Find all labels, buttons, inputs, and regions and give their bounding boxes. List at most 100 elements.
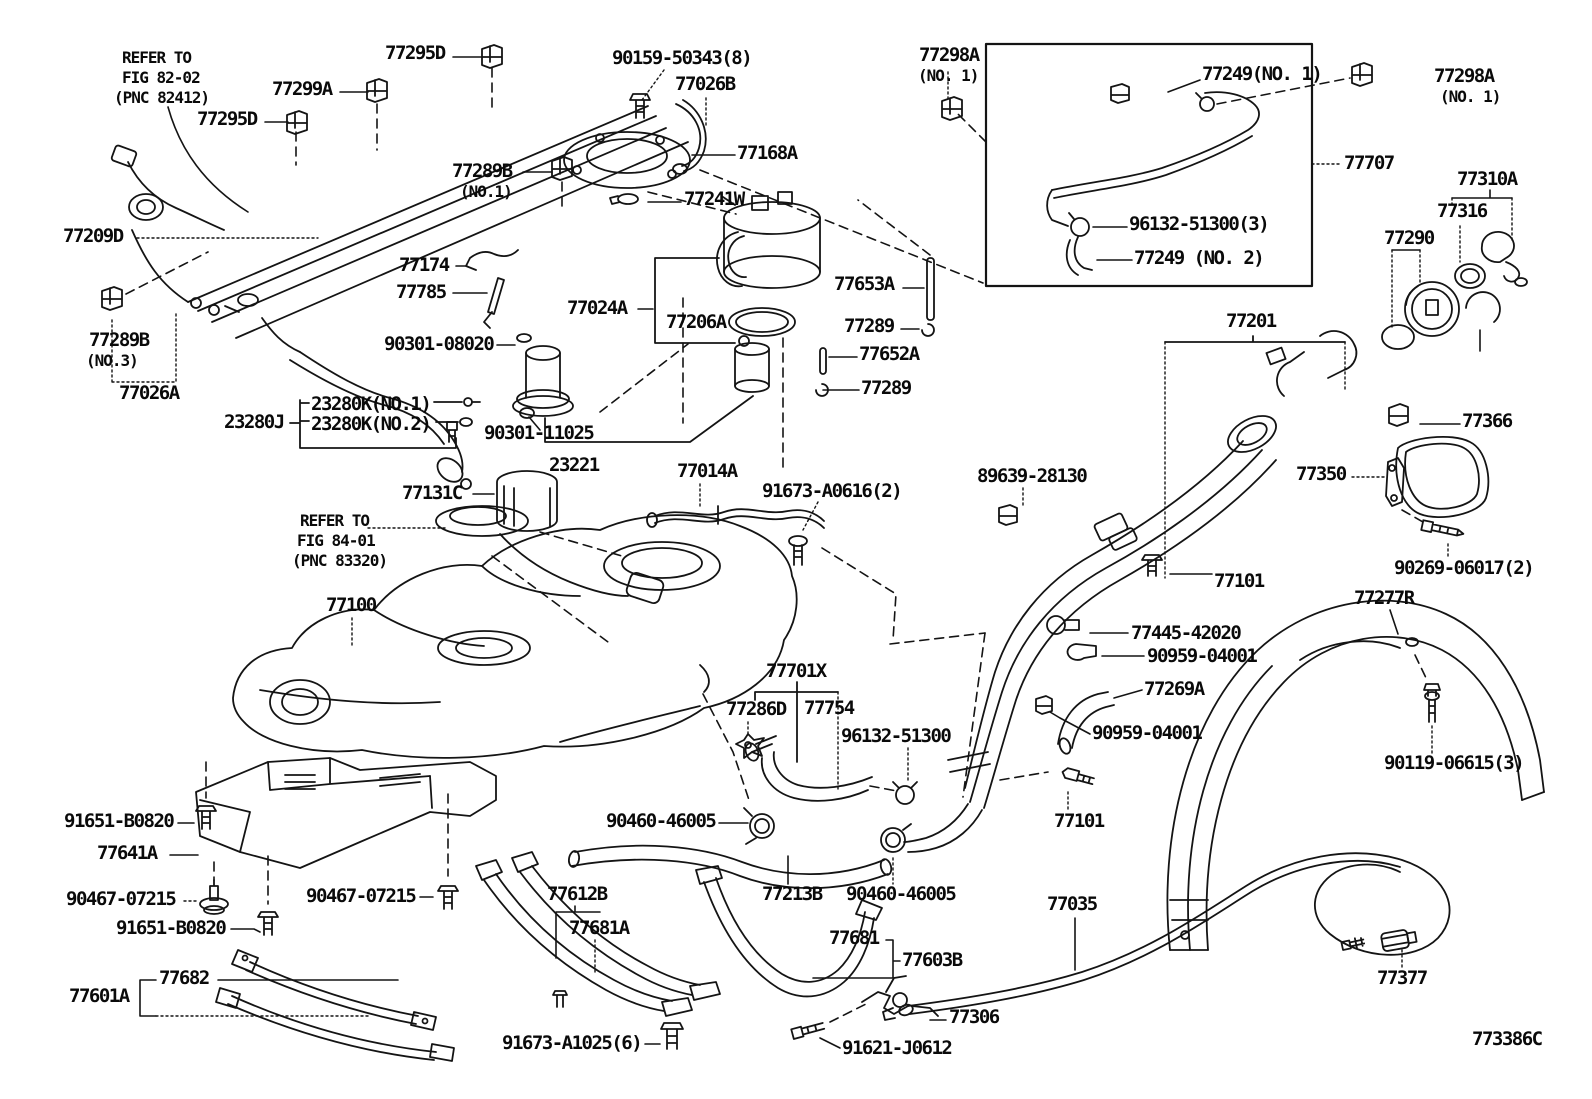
note-refer-fig84: REFER TO: [300, 511, 370, 530]
part-label: 77298A: [1434, 65, 1495, 87]
part-label: 77316: [1437, 200, 1488, 222]
part-label: 77295D: [197, 108, 258, 130]
part-label: 77350: [1296, 463, 1347, 485]
part-label: 77101: [1054, 810, 1105, 832]
part-label: 77209D: [63, 225, 124, 247]
part-label: 91651-B0820: [116, 917, 227, 939]
part-label: 77213B: [762, 883, 823, 905]
fuel-hose-group-drawing: [567, 681, 918, 889]
note-refer-fig82: FIG 82-02: [122, 68, 201, 87]
part-label: 77289B: [452, 160, 513, 182]
part-label: 96132-51300(3): [1129, 213, 1270, 235]
part-label: 77785: [396, 281, 447, 303]
part-label: 77024A: [567, 297, 628, 319]
tube-assembly-drawing: [1046, 83, 1260, 276]
part-label: 90159-50343(8): [612, 47, 753, 69]
part-label: 77289: [844, 315, 895, 337]
part-label: 77286D: [726, 698, 787, 720]
part-label: 77131C: [402, 482, 463, 504]
part-label: (NO.3): [86, 351, 139, 370]
part-label: 77612B: [547, 883, 608, 905]
part-label: 77289B: [89, 329, 150, 351]
note-refer-fig82: REFER TO: [122, 48, 192, 67]
fuel-tank-drawing: [232, 514, 798, 759]
tank-band-drawings: [215, 851, 883, 1062]
part-label: (NO. 1): [1440, 87, 1501, 106]
part-label: 77707: [1344, 152, 1395, 174]
part-label: 77754: [804, 697, 855, 719]
part-label: (NO.1): [460, 182, 513, 201]
part-label: 77014A: [677, 460, 738, 482]
note-refer-fig82: (PNC 82412): [114, 88, 210, 107]
fuel-filter-assembly-drawing: [654, 191, 935, 397]
part-label: 90119-06615(3): [1384, 752, 1525, 774]
part-label: 77298A: [919, 44, 980, 66]
part-label: 77641A: [97, 842, 158, 864]
part-label: 77653A: [834, 273, 895, 295]
part-label: 77026A: [119, 382, 180, 404]
note-refer-fig84: (PNC 83320): [292, 551, 388, 570]
part-label: 77681A: [569, 917, 630, 939]
part-label: 77249(NO. 1): [1202, 63, 1323, 85]
part-label: 90460-46005: [846, 883, 957, 905]
lid-lock-cable-drawing: [790, 852, 1451, 1040]
part-label: 89639-28130: [977, 465, 1088, 487]
fuel-sender-gauge-drawing: [435, 470, 665, 605]
part-label: 77026B: [675, 73, 736, 95]
part-label: 23280J: [224, 411, 285, 433]
part-label: 77299A: [272, 78, 333, 100]
part-label: 23221: [549, 454, 600, 476]
figure-code: 773386C: [1472, 1028, 1543, 1050]
part-label: 77201: [1226, 310, 1277, 332]
dotted-leader-lines: [111, 69, 1513, 1017]
part-label: 77206A: [666, 311, 727, 333]
part-label: 77174: [399, 254, 450, 276]
fender-liner-drawing: [1166, 599, 1545, 951]
part-label: 77100: [326, 594, 377, 616]
fuel-pump-drawing: [512, 333, 754, 443]
part-label: 23280K(NO.1): [311, 393, 432, 415]
part-label: 77701X: [766, 660, 827, 682]
part-label: 77306: [949, 1006, 1000, 1028]
part-label: 77652A: [859, 343, 920, 365]
part-label: 23280K(NO.2): [311, 413, 432, 435]
breather-tube-drawing: [646, 505, 825, 566]
part-label: 90301-11025: [484, 422, 595, 444]
part-label: 91651-B0820: [64, 810, 175, 832]
part-label: 90467-07215: [306, 885, 417, 907]
part-label: 77249 (NO. 2): [1134, 247, 1265, 269]
part-label: 77289: [861, 377, 912, 399]
part-label: 96132-51300: [841, 725, 952, 747]
part-label: (NO. 1): [918, 66, 979, 85]
leader-lines: [139, 56, 1513, 1049]
part-label: 77168A: [737, 142, 798, 164]
fuel-lid-drawing: [1385, 403, 1490, 537]
part-label: 90959-04001: [1147, 645, 1258, 667]
part-label: 77445-42020: [1131, 622, 1242, 644]
fuel-lines-drawing: [110, 105, 689, 490]
part-label: 90301-08020: [384, 333, 495, 355]
note-refer-fig84: FIG 84-01: [297, 531, 376, 550]
part-label: 91673-A1025(6): [502, 1032, 643, 1054]
part-label: 91673-A0616(2): [762, 480, 903, 502]
pump-clamp-group-drawing: [289, 397, 481, 449]
part-label: 77101: [1214, 570, 1265, 592]
part-label: 77277R: [1354, 587, 1415, 609]
filler-pipe-drawing: [903, 330, 1358, 853]
part-label: 77290: [1384, 227, 1435, 249]
part-label: 77295D: [385, 42, 446, 64]
part-label: 77269A: [1144, 678, 1205, 700]
dashed-relation-lines: [125, 67, 1428, 1023]
fuel-suction-plate-drawing: [563, 93, 707, 205]
part-label: 77366: [1462, 410, 1513, 432]
part-label: 90460-46005: [606, 810, 717, 832]
tube-assembly-box: [984, 42, 1314, 288]
fuel-cap-drawing: [1381, 230, 1528, 350]
part-label: 77310A: [1457, 168, 1518, 190]
part-label: 77681: [829, 927, 880, 949]
part-label: 77035: [1047, 893, 1098, 915]
part-label: 77241W: [684, 188, 745, 210]
part-label: 90269-06017(2): [1394, 557, 1535, 579]
